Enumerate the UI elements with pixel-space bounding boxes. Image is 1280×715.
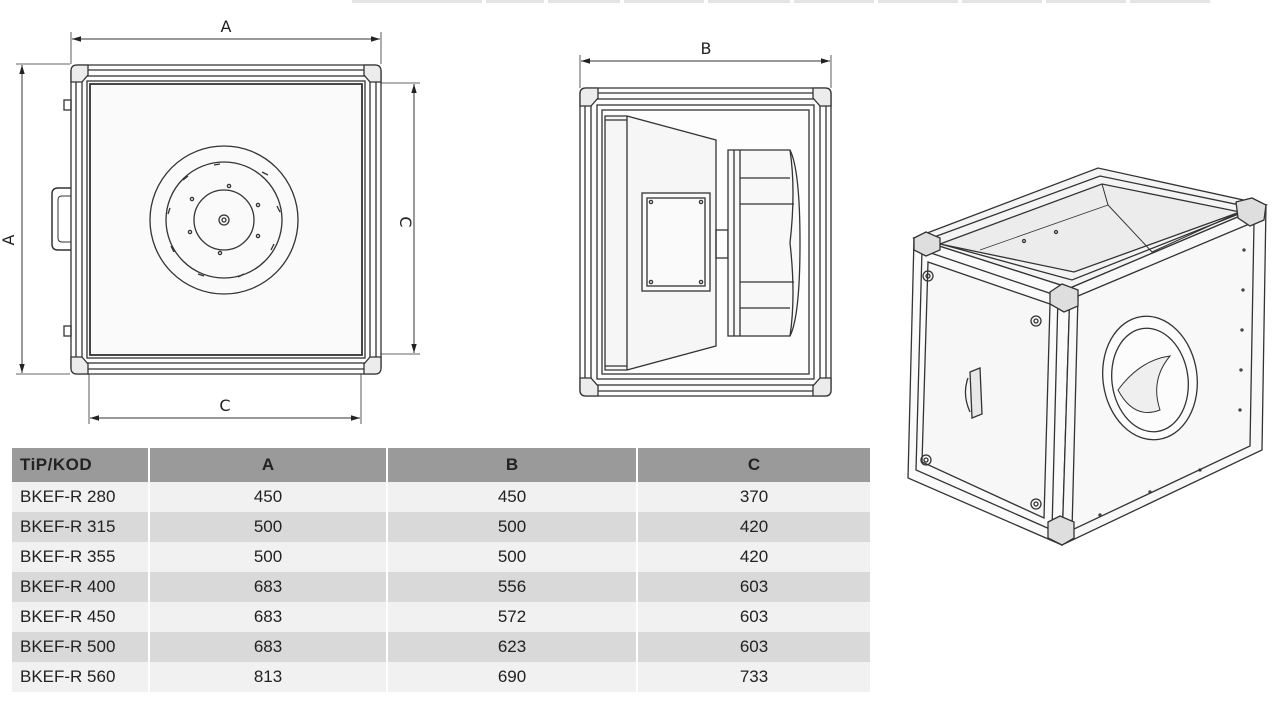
cell-b: 556 <box>386 572 637 602</box>
header-strip-segment <box>352 0 482 3</box>
table-row: BKEF-R 355 500 500 420 <box>12 542 870 572</box>
cell-c: 603 <box>636 602 870 632</box>
header-strip-segment <box>708 0 790 3</box>
header-strip-segment <box>548 0 620 3</box>
cell-a: 450 <box>148 482 387 512</box>
cell-b: 450 <box>386 482 637 512</box>
table-header-row: TiP/KOD A B C <box>12 448 870 482</box>
cell-type: BKEF-R 280 <box>12 482 149 512</box>
cell-b: 500 <box>386 512 637 542</box>
col-header-c: C <box>636 448 870 482</box>
cell-c: 420 <box>636 542 870 572</box>
table-row: BKEF-R 315 500 500 420 <box>12 512 870 542</box>
fan-hub <box>193 189 255 251</box>
dim-label-a-left: A <box>0 234 18 245</box>
col-header-a: A <box>148 448 387 482</box>
impeller <box>727 149 801 337</box>
side-view <box>579 55 832 397</box>
cell-type: BKEF-R 400 <box>12 572 149 602</box>
cell-type: BKEF-R 315 <box>12 512 149 542</box>
cell-a: 500 <box>148 512 387 542</box>
cell-type: BKEF-R 450 <box>12 602 149 632</box>
table-row: BKEF-R 560 813 690 733 <box>12 662 870 692</box>
cell-a: 683 <box>148 632 387 662</box>
cell-b: 572 <box>386 602 637 632</box>
dim-label-c-bottom: C <box>219 396 230 415</box>
cell-c: 733 <box>636 662 870 692</box>
cell-b: 623 <box>386 632 637 662</box>
fan-inlet-ring <box>149 145 299 295</box>
terminal-box <box>641 192 711 292</box>
col-header-b: B <box>386 448 637 482</box>
cell-a: 683 <box>148 572 387 602</box>
cell-b: 690 <box>386 662 637 692</box>
cell-c: 370 <box>636 482 870 512</box>
cell-c: 420 <box>636 512 870 542</box>
cell-c: 603 <box>636 632 870 662</box>
dim-label-c-right: C <box>396 216 415 227</box>
cell-type: BKEF-R 355 <box>12 542 149 572</box>
front-handle <box>51 187 71 251</box>
cell-b: 500 <box>386 542 637 572</box>
cell-type: BKEF-R 560 <box>12 662 149 692</box>
header-strip-segment <box>624 0 704 3</box>
header-strip-segment <box>878 0 958 3</box>
header-strip-segment <box>486 0 544 3</box>
table-row: BKEF-R 280 450 450 370 <box>12 482 870 512</box>
dim-label-a-top: A <box>221 17 232 36</box>
isometric-view <box>907 167 1269 547</box>
header-strip-segment <box>794 0 874 3</box>
iso-handle <box>969 367 983 419</box>
front-view <box>16 32 420 424</box>
table-row: BKEF-R 450 683 572 603 <box>12 602 870 632</box>
dimensions-table: TiP/KOD A B C BKEF-R 280 450 450 370 BKE… <box>12 448 870 692</box>
table-row: BKEF-R 500 683 623 603 <box>12 632 870 662</box>
dim-label-b: B <box>701 39 712 58</box>
col-header-type: TiP/KOD <box>12 448 149 482</box>
cell-type: BKEF-R 500 <box>12 632 149 662</box>
cell-c: 603 <box>636 572 870 602</box>
header-strip-segment <box>962 0 1042 3</box>
table-row: BKEF-R 400 683 556 603 <box>12 572 870 602</box>
cell-a: 500 <box>148 542 387 572</box>
header-strip-segment <box>1046 0 1126 3</box>
header-strip-segment <box>1130 0 1210 3</box>
cell-a: 813 <box>148 662 387 692</box>
cell-a: 683 <box>148 602 387 632</box>
